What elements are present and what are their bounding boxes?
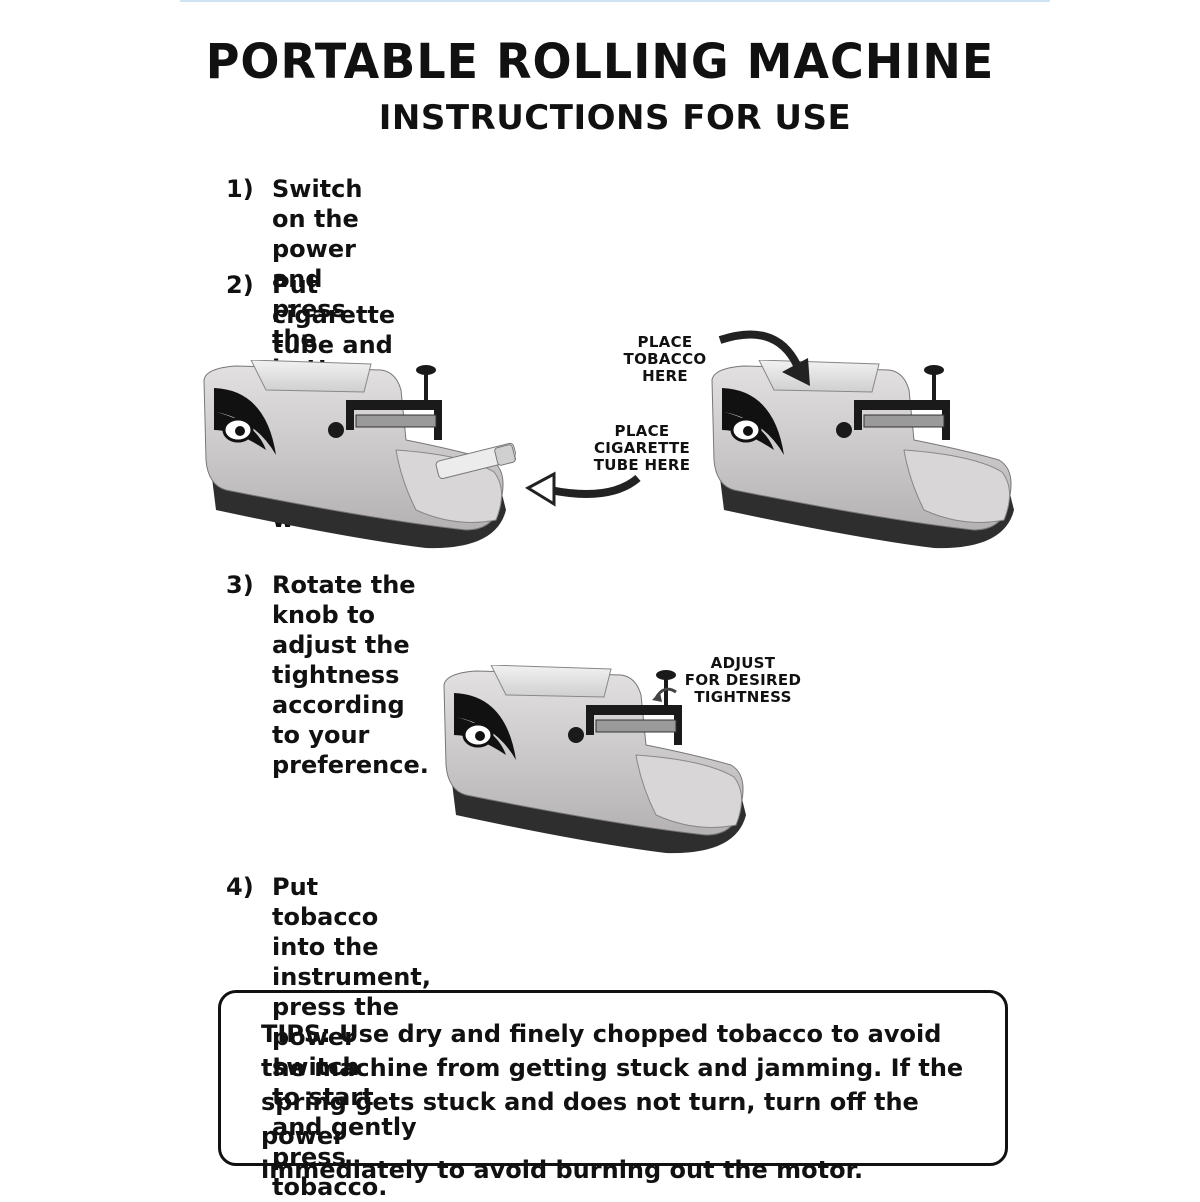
step-number: 3) xyxy=(226,571,254,599)
page-subtitle: INSTRUCTIONS FOR USE xyxy=(378,98,852,138)
step-text: Rotate the knob to adjust the tightness … xyxy=(272,571,429,779)
tips-box: TIPS: Use dry and finely chopped tobacco… xyxy=(218,990,1008,1184)
callout-place-tobacco: PLACE TOBACCO HERE xyxy=(623,333,707,385)
step-number: 1) xyxy=(226,175,254,203)
step-number: 4) xyxy=(226,873,254,901)
page-title: PORTABLE ROLLING MACHINE xyxy=(205,32,995,90)
top-rule xyxy=(180,0,1050,2)
tips-text: TIPS: Use dry and finely chopped tobacco… xyxy=(261,1020,964,1184)
step-text: Put tobacco into the instrument, press t… xyxy=(272,873,431,1201)
rolling-machine-image xyxy=(202,360,516,550)
rolling-machine-image xyxy=(710,360,1016,550)
callout-adjust: ADJUST FOR DESIRED TIGHTNESS xyxy=(684,654,802,706)
rotate-arrow-icon xyxy=(652,687,677,702)
callout-place-tube: PLACE CIGARETTE TUBE HERE xyxy=(593,422,691,474)
step-number: 2) xyxy=(226,271,254,299)
curved-arrow-icon xyxy=(718,330,810,386)
curved-arrow-icon xyxy=(524,471,641,507)
